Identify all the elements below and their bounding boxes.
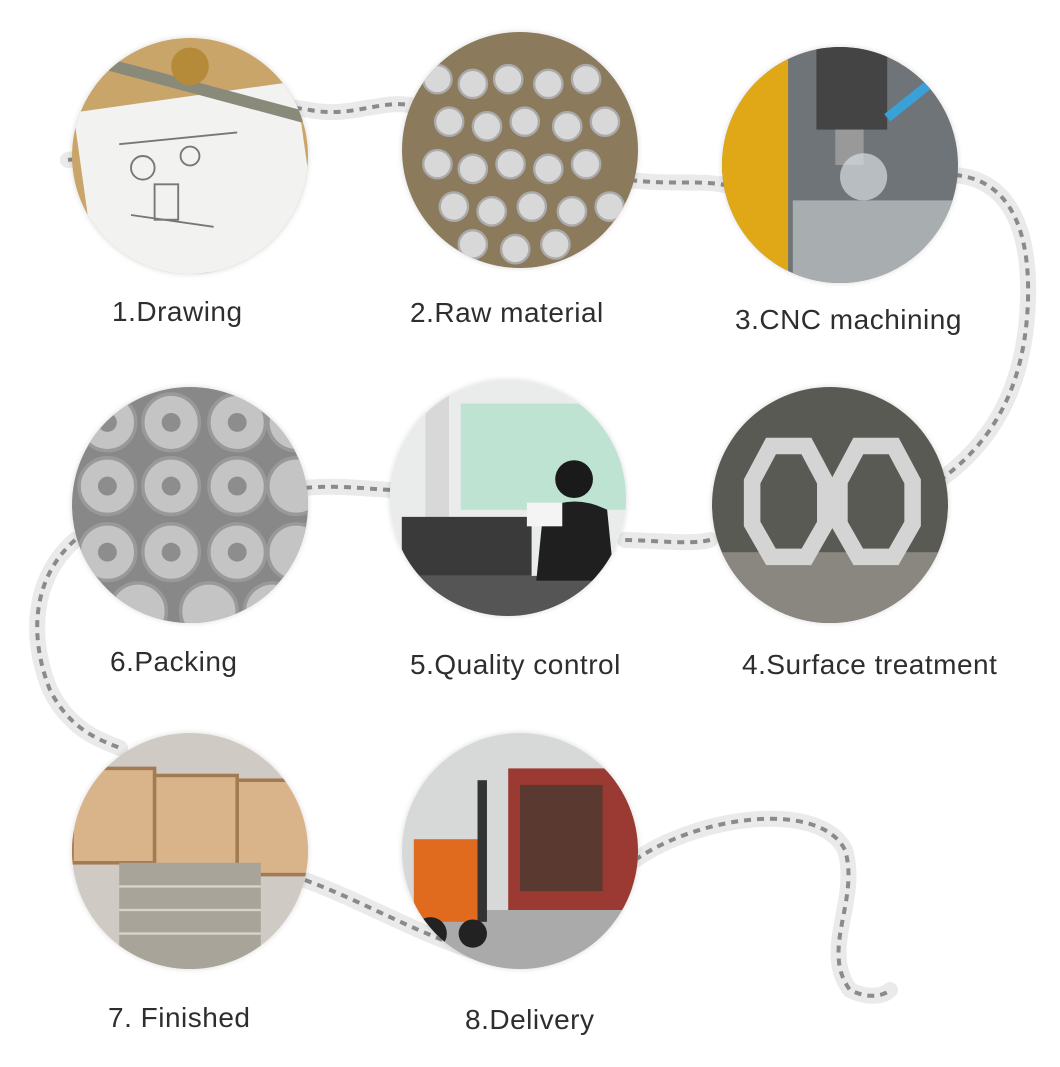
photo-packing (72, 387, 308, 623)
step-label-cnc-machining: 3.CNC machining (735, 304, 962, 335)
step-label-finished: 7. Finished (108, 1002, 251, 1033)
step-label-raw-material: 2.Raw material (410, 297, 604, 328)
step-label-delivery: 8.Delivery (465, 1004, 595, 1035)
photo-finished (72, 733, 308, 969)
step-label-surface-treatment: 4.Surface treatment (742, 649, 998, 680)
step-label-packing: 6.Packing (110, 646, 238, 677)
photo-surface-treatment (712, 387, 948, 623)
photo-delivery (402, 733, 638, 969)
step-label-drawing: 1.Drawing (112, 296, 243, 327)
photo-cnc-machining (722, 47, 958, 283)
photo-quality-control (390, 380, 626, 616)
photo-drawing (72, 38, 308, 274)
photo-raw-material (402, 32, 638, 268)
step-label-quality-control: 5.Quality control (410, 649, 621, 680)
